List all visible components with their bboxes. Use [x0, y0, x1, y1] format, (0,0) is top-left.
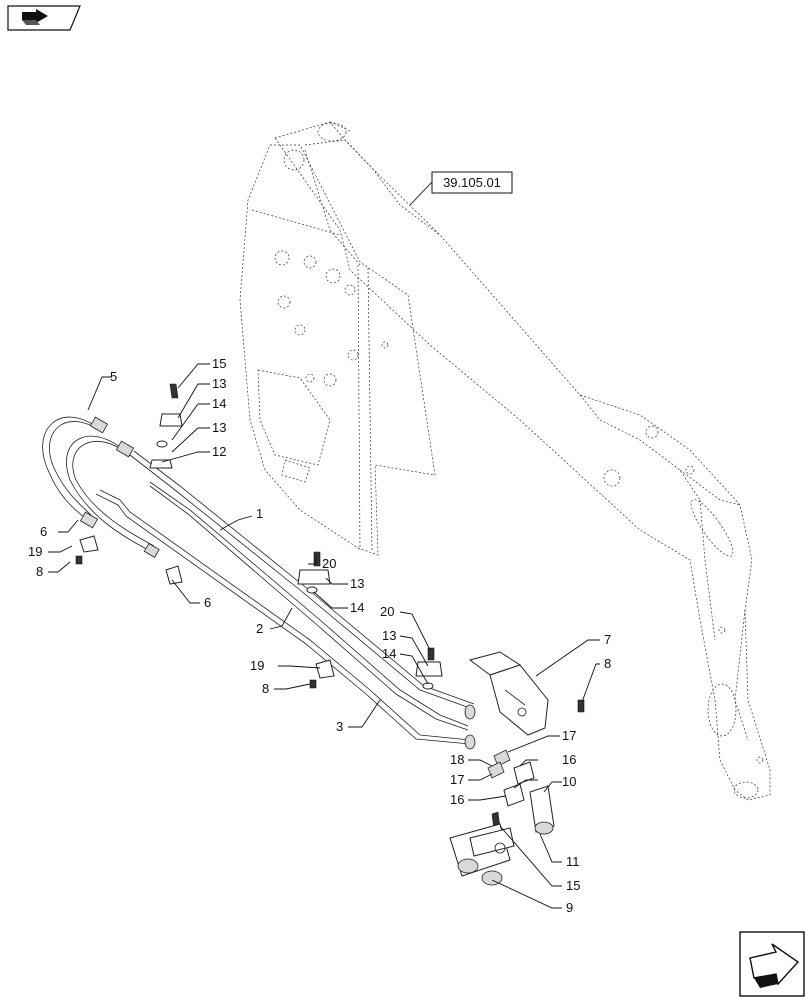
reference-box[interactable]: 39.105.01 [409, 171, 513, 206]
callout-7: 7 [604, 632, 611, 647]
callout-18: 18 [450, 752, 464, 767]
callout-20-a: 20 [322, 556, 336, 571]
clamp-hardware [75, 383, 585, 713]
callout-19-left: 19 [28, 544, 42, 559]
callout-14-b: 14 [350, 600, 364, 615]
callout-5: 6 [40, 524, 47, 539]
callout-labels: 5 6 19 8 6 1 15 13 14 13 12 2 19 8 3 20 … [28, 356, 611, 915]
callout-3: 3 [336, 719, 343, 734]
callout-17-a: 17 [562, 728, 576, 743]
reference-label: 39.105.01 [443, 175, 501, 190]
callout-13-a: 13 [212, 376, 226, 391]
leader-lines [48, 363, 600, 909]
callout-15-top: 15 [212, 356, 226, 371]
callout-11: 11 [566, 854, 580, 869]
callout-20-b: 20 [380, 604, 394, 619]
callout-14-a: 14 [212, 396, 226, 411]
tube-assembly [95, 450, 476, 750]
callout-4: 5 [110, 369, 117, 384]
callout-8-right: 8 [604, 656, 611, 671]
callout-8-left: 8 [36, 564, 43, 579]
callout-2: 2 [256, 621, 263, 636]
mounting-bracket [468, 651, 549, 736]
callout-6: 6 [204, 595, 211, 610]
callout-9: 9 [566, 900, 573, 915]
callout-17-b: 17 [450, 772, 464, 787]
callout-14-c: 14 [382, 646, 396, 661]
book-arrow-icon[interactable] [7, 5, 81, 31]
next-page-arrow-icon[interactable] [739, 931, 805, 997]
hose-assembly [42, 416, 160, 558]
callout-1: 1 [256, 506, 263, 521]
valve-block-assembly [449, 749, 555, 886]
callout-13-b: 13 [212, 420, 226, 435]
side-plate [239, 144, 436, 556]
callout-15-bottom: 15 [566, 878, 580, 893]
callout-13-c: 13 [350, 576, 364, 591]
callout-8-mid: 8 [262, 681, 269, 696]
callout-12: 12 [212, 444, 226, 459]
callout-16-a: 16 [562, 752, 576, 767]
callout-10: 10 [562, 774, 576, 789]
callout-19-mid: 19 [250, 658, 264, 673]
boom-arm [274, 121, 771, 801]
callout-16-b: 16 [450, 792, 464, 807]
callout-13-d: 13 [382, 628, 396, 643]
